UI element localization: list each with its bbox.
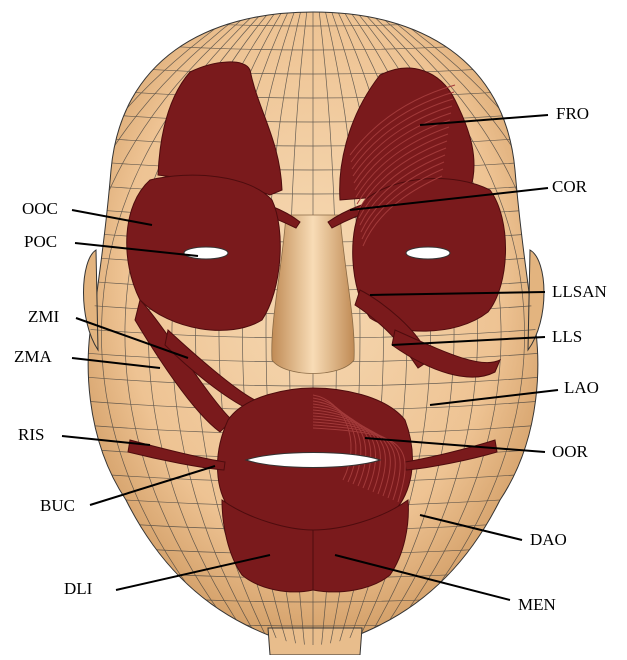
label-cor: COR (552, 178, 587, 195)
label-poc: POC (24, 233, 57, 250)
nose (272, 215, 354, 374)
label-llsan: LLSAN (552, 283, 607, 300)
label-zmi: ZMI (28, 308, 59, 325)
label-dli: DLI (64, 580, 92, 597)
label-oor: OOR (552, 443, 588, 460)
label-buc: BUC (40, 497, 75, 514)
label-zma: ZMA (14, 348, 52, 365)
label-ris: RIS (18, 426, 44, 443)
label-fro: FRO (556, 105, 589, 122)
label-ooc: OOC (22, 200, 58, 217)
label-lls: LLS (552, 328, 582, 345)
label-men: MEN (518, 596, 556, 613)
label-dao: DAO (530, 531, 567, 548)
label-lao: LAO (564, 379, 599, 396)
